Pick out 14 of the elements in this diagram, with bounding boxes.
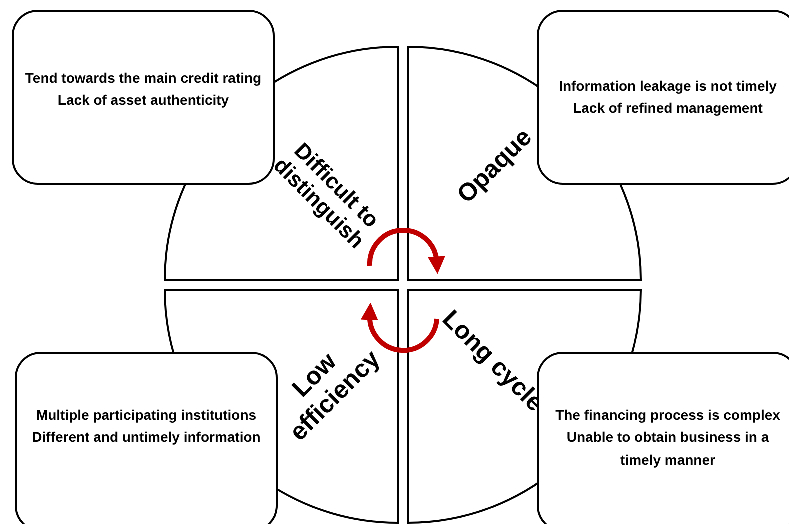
description-text: Multiple participating institutions — [35, 406, 258, 425]
description-text: Different and untimely information — [31, 428, 262, 448]
curved-arrow — [368, 228, 446, 274]
description-text: Unable to obtain business in a timely manner — [566, 428, 770, 470]
description-text: Lack of refined management — [572, 99, 764, 118]
text-box — [15, 352, 278, 524]
description-text: Tend towards the main credit rating — [24, 69, 263, 88]
text-box — [537, 352, 789, 524]
text-box — [537, 10, 789, 185]
description-text: Lack of asset authenticity — [56, 91, 230, 110]
curved-arrow — [361, 302, 440, 354]
description-text: Information leakage is not timely — [558, 77, 778, 96]
description-text: The financing process is complex — [554, 406, 782, 425]
text-box — [12, 10, 275, 185]
